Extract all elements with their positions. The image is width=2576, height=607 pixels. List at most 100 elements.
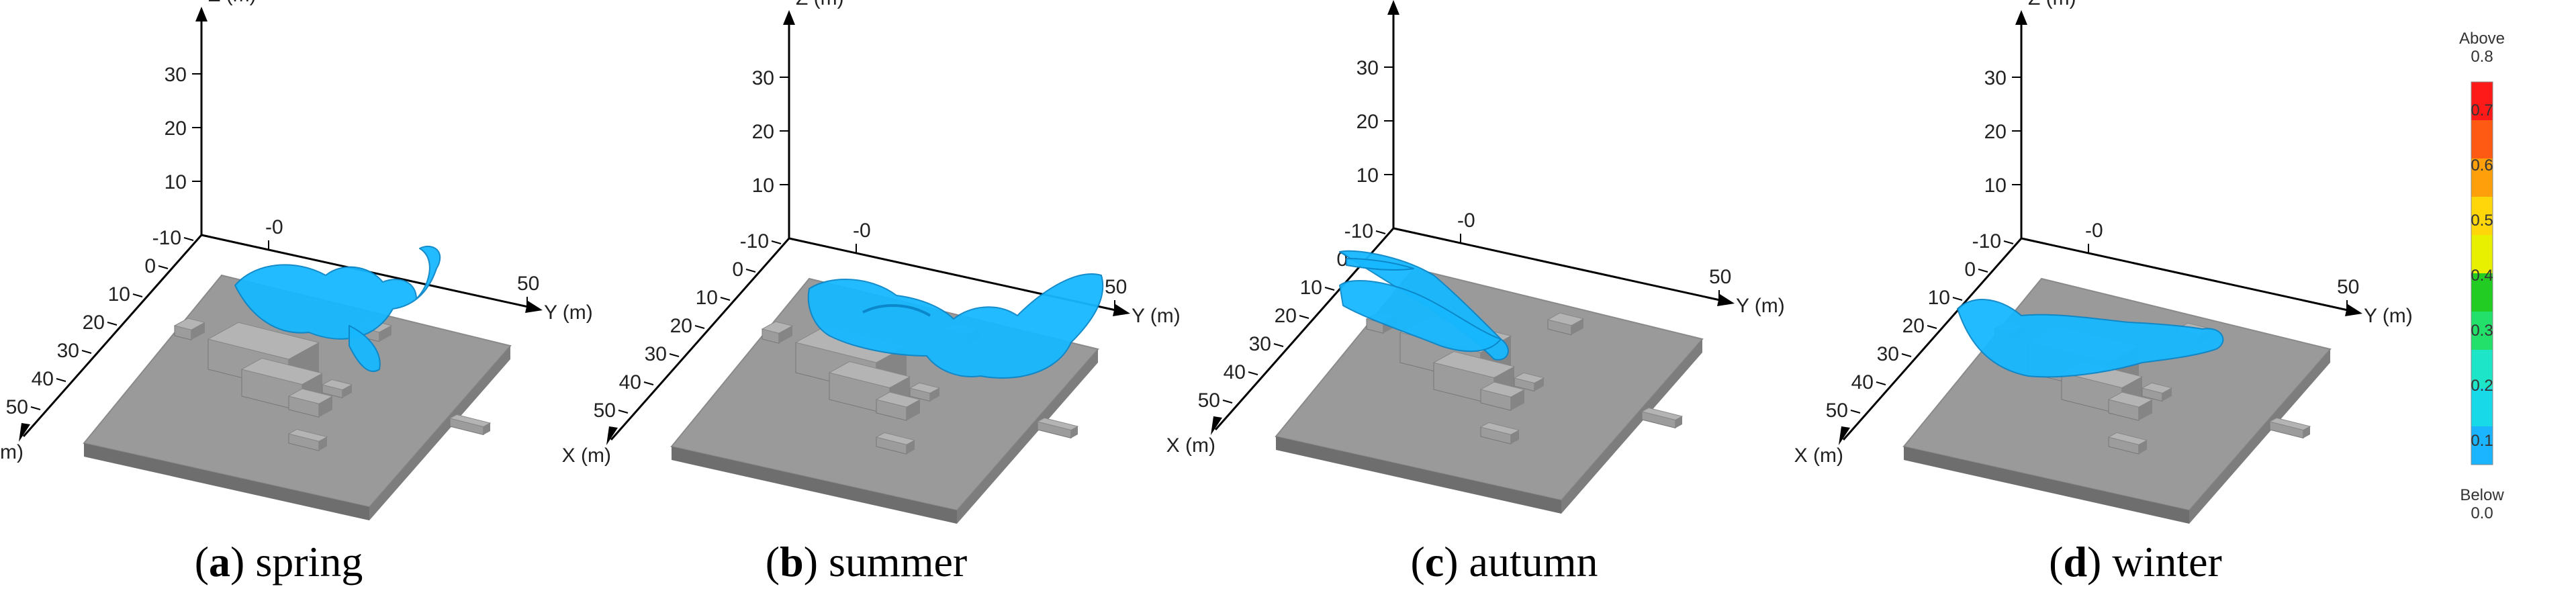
x-axis-label: X (m): [1166, 434, 1215, 457]
x-tick-mark: [1248, 371, 1258, 375]
x-tick-label: 0: [144, 255, 156, 277]
x-tick-mark: [158, 265, 169, 269]
x-tick-label: 50: [6, 396, 28, 418]
z-tick-label: 20: [1984, 121, 2007, 143]
y-axis-label: Y (m): [544, 301, 593, 324]
x-tick-mark: [81, 350, 92, 354]
caption-letter: c: [1424, 538, 1444, 586]
ground-side: [84, 443, 369, 520]
z-axis-label: Z (m): [2028, 0, 2076, 9]
caption-season: autumn: [1469, 538, 1598, 586]
x-tick-label: 40: [1851, 371, 1874, 393]
x-tick-label: 30: [645, 343, 667, 365]
building-side: [1511, 389, 1524, 411]
x-tick-mark: [694, 325, 705, 329]
y-axis-label: Y (m): [2364, 305, 2413, 327]
x-tick-label: 10: [1300, 277, 1322, 299]
building-side: [1675, 416, 1682, 428]
plume-surface: [349, 325, 381, 373]
x-tick-label: 30: [57, 340, 79, 362]
caption-letter: d: [2063, 538, 2088, 586]
z-tick-label: 10: [165, 171, 187, 193]
colorbar-below-label: Below: [2460, 486, 2504, 504]
z-tick-label: 30: [752, 67, 774, 89]
colorbar-above-label: Above: [2459, 30, 2505, 48]
caption-c: (c) autumn: [1410, 538, 1598, 586]
y-tick-label: -0: [265, 216, 283, 238]
y-axis: [2021, 237, 2358, 314]
building-side: [319, 396, 332, 418]
ground-side: [1561, 339, 1702, 514]
colorbar-tick-label: 0.7: [2471, 101, 2493, 120]
plume-surface: [862, 304, 931, 317]
concentration-plume: [807, 273, 1104, 379]
building-side: [2162, 387, 2172, 402]
building-side: [484, 423, 490, 435]
ground-side: [957, 349, 1098, 524]
y-axis-arrow: [1717, 294, 1735, 306]
x-tick-mark: [771, 240, 782, 244]
x-tick-mark: [669, 353, 680, 357]
y-tick-label: -0: [1457, 209, 1475, 232]
x-tick-mark: [2003, 240, 2014, 244]
x-tick-label: 0: [1964, 259, 1976, 281]
y-tick-label: -0: [2085, 220, 2103, 242]
x-axis-arrow: [1839, 426, 1850, 445]
z-axis-arrow: [783, 10, 795, 25]
building-side: [379, 325, 392, 342]
y-axis: [1393, 227, 1730, 304]
x-axis-label: X (m): [1794, 445, 1843, 467]
building-side: [191, 322, 205, 340]
x-tick-mark: [30, 406, 41, 410]
y-axis-label: Y (m): [1736, 295, 1785, 317]
colorbar-tick-label: 0.1: [2471, 432, 2493, 450]
x-tick-mark: [1850, 410, 1861, 414]
x-tick-mark: [56, 378, 66, 382]
x-axis-arrow: [606, 426, 618, 445]
x-tick-mark: [1901, 353, 1912, 357]
x-axis-label: X (m): [562, 445, 611, 467]
plume-surface: [1346, 258, 1414, 271]
y-axis-arrow: [1113, 304, 1130, 316]
building-side: [779, 326, 792, 344]
caption-letter: a: [209, 538, 230, 586]
x-tick-label: -10: [1972, 230, 2001, 252]
concentration-plume: [1957, 299, 2224, 378]
x-tick-label: 50: [1826, 400, 1848, 422]
x-tick-label: 30: [1249, 333, 1271, 355]
x-tick-label: 40: [1224, 361, 1246, 383]
z-axis-arrow: [2015, 10, 2027, 25]
x-tick-label: -10: [740, 230, 769, 252]
z-tick-label: 20: [752, 121, 774, 143]
x-axis: [1842, 238, 2023, 440]
colorbar-segment: [2471, 158, 2493, 197]
x-tick-label: 0: [732, 259, 743, 281]
y-tick-label: 50: [517, 273, 539, 295]
plume-surface: [1957, 299, 2224, 378]
x-tick-label: 30: [1877, 343, 1899, 365]
x-tick-mark: [1876, 381, 1886, 385]
z-tick-label: 20: [1356, 111, 1379, 133]
x-tick-mark: [1222, 400, 1233, 404]
building-side: [930, 387, 939, 402]
ground-side: [1904, 447, 2189, 524]
x-tick-label: -10: [1344, 220, 1373, 242]
x-tick-label: 20: [83, 312, 105, 334]
colorbar-segment: [2471, 312, 2493, 351]
y-axis-label: Y (m): [1132, 305, 1181, 327]
x-tick-mark: [1952, 297, 1963, 301]
building-side: [1534, 377, 1544, 391]
colorbar-segment: [2471, 235, 2493, 274]
x-tick-mark: [1273, 343, 1284, 347]
x-tick-mark: [183, 237, 194, 241]
colorbar-segment: [2471, 120, 2493, 159]
ground-side: [369, 346, 510, 520]
building-side: [907, 400, 920, 421]
x-tick-mark: [107, 322, 118, 326]
x-axis: [610, 238, 790, 440]
